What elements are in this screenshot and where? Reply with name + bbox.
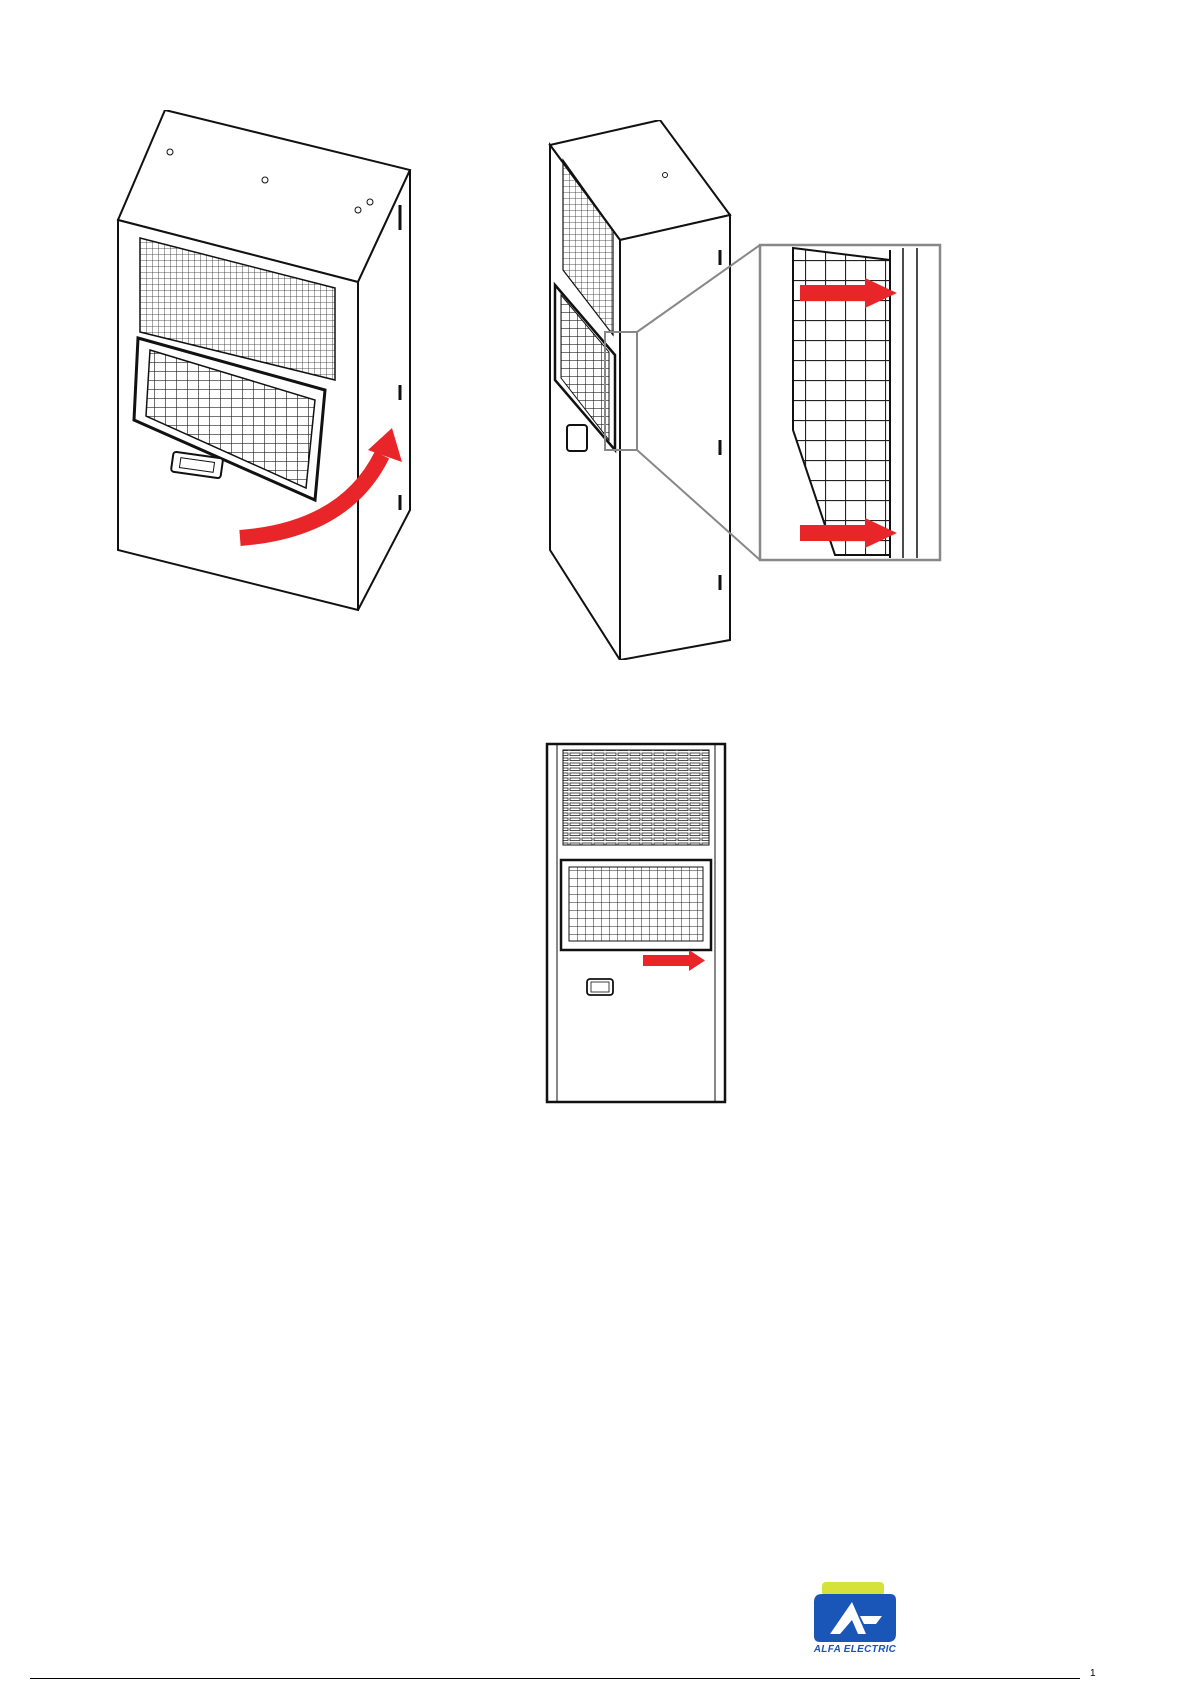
- cooling-unit-open-grille-illustration: [110, 110, 450, 660]
- cooling-unit-detail-zoom-illustration: [545, 120, 1015, 660]
- logo-text: ALFA ELECTRIC: [812, 1644, 898, 1655]
- alfa-electric-logo: ALFA ELECTRIC: [812, 1582, 898, 1660]
- footer-rule: [30, 1678, 1080, 1679]
- cooling-unit-front-slide-illustration: [545, 742, 727, 1104]
- alfa-electric-logo-icon: [812, 1582, 898, 1644]
- page-mark: 1: [1090, 1668, 1096, 1679]
